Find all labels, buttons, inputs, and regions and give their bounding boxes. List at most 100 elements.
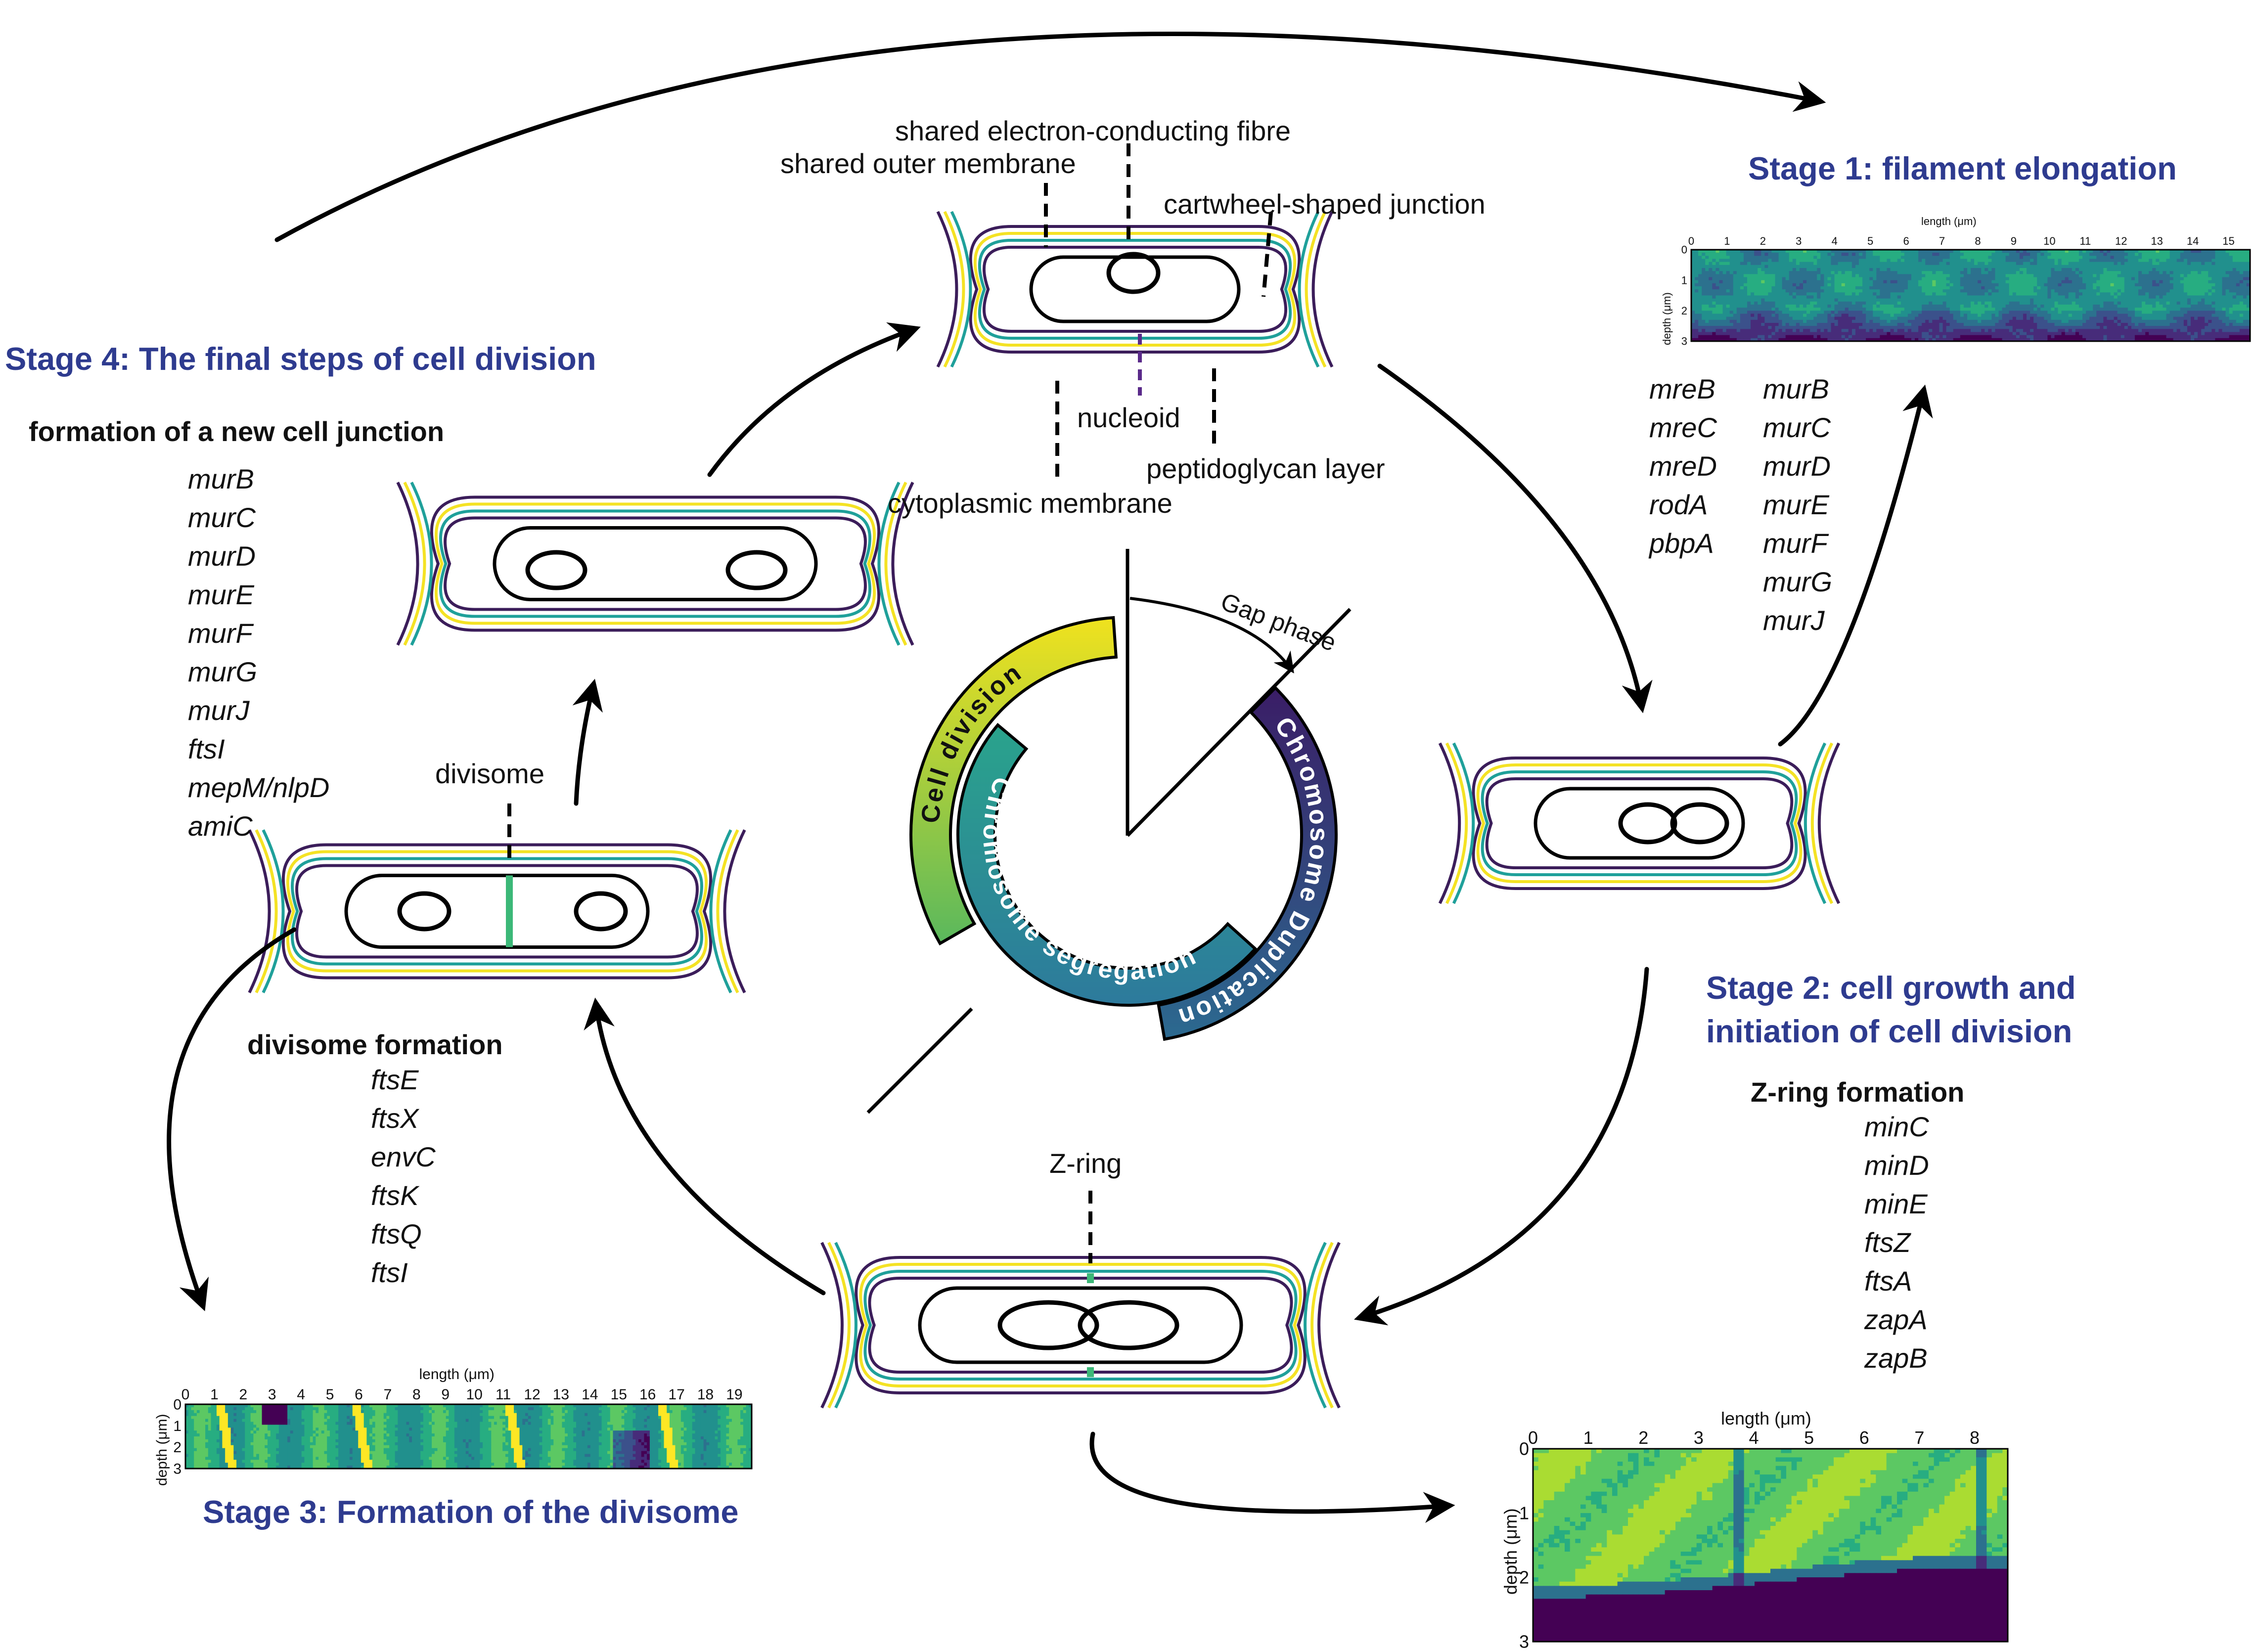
stage3-xtick: 13 bbox=[553, 1386, 569, 1403]
stage2-ytick: 1 bbox=[1519, 1503, 1529, 1523]
stage1-xtick: 1 bbox=[1724, 235, 1730, 247]
stage3-xtick: 15 bbox=[611, 1386, 627, 1403]
stage3-xtick: 19 bbox=[726, 1386, 742, 1403]
stage1-xtick: 9 bbox=[2011, 235, 2017, 247]
stage1-xtick: 5 bbox=[1867, 235, 1873, 247]
arrow-stage2cell-to-stage1 bbox=[1778, 384, 1933, 747]
stage3-ytick: 1 bbox=[173, 1418, 181, 1434]
stage3-xtick: 5 bbox=[326, 1386, 334, 1403]
cell-zring bbox=[820, 1242, 1341, 1409]
stage1-xtick: 8 bbox=[1975, 235, 1981, 247]
stage3-xtick: 2 bbox=[239, 1386, 247, 1403]
gene-zring-2: minE bbox=[1864, 1188, 1928, 1219]
stage1-xtick: 15 bbox=[2222, 235, 2234, 247]
stage2-xtick: 7 bbox=[1914, 1428, 1924, 1448]
cell-divisome bbox=[248, 829, 746, 993]
gene-stage4-8: mepM/nlpD bbox=[188, 772, 330, 803]
stage4-title: Stage 4: The final steps of cell divisio… bbox=[5, 341, 596, 377]
gene-zring-5: zapA bbox=[1864, 1304, 1928, 1335]
stage1-ytick: 0 bbox=[1681, 244, 1687, 256]
zring-label: Z-ring bbox=[1049, 1148, 1122, 1179]
gene-stage1_col2-2: murD bbox=[1763, 450, 1831, 482]
stage2-xtick: 1 bbox=[1583, 1428, 1593, 1448]
gene-stage1_col2-4: murF bbox=[1763, 528, 1828, 559]
gene-stage1_col1-1: mreC bbox=[1649, 412, 1717, 443]
nucleoid-label: nucleoid bbox=[1077, 402, 1180, 433]
arrow-zring-to-heatmap2 bbox=[1089, 1431, 1455, 1523]
stage3-ylabel: depth (μm) bbox=[154, 1414, 170, 1486]
stage3-xtick: 7 bbox=[384, 1386, 392, 1403]
gene-stage4-7: ftsI bbox=[188, 733, 225, 764]
gene-stage1_col2-5: murG bbox=[1763, 566, 1832, 597]
cartwheel-label: cartwheel-shaped junction bbox=[1164, 188, 1486, 220]
stage2-xtick: 2 bbox=[1638, 1428, 1648, 1448]
stage3-xtick: 18 bbox=[697, 1386, 714, 1403]
stage3-xtick: 17 bbox=[668, 1386, 684, 1403]
stage3-xlabel: length (μm) bbox=[419, 1366, 495, 1383]
gene-stage4-2: murD bbox=[188, 540, 256, 572]
stage1-xtick: 14 bbox=[2187, 235, 2199, 247]
stage2-ytick: 2 bbox=[1519, 1567, 1529, 1588]
stage1-xtick: 2 bbox=[1760, 235, 1766, 247]
stage3-xtick: 6 bbox=[355, 1386, 363, 1403]
gene-divisome-3: ftsK bbox=[371, 1180, 419, 1211]
gene-zring-6: zapB bbox=[1864, 1342, 1928, 1374]
stage3-xtick: 1 bbox=[210, 1386, 219, 1403]
stage3-ytick: 3 bbox=[173, 1461, 181, 1477]
cell-stage2 bbox=[1438, 742, 1841, 904]
stage1-xtick: 3 bbox=[1796, 235, 1802, 247]
stage1-xtick: 13 bbox=[2151, 235, 2163, 247]
stage1-xtick: 7 bbox=[1939, 235, 1945, 247]
stage2-xtick: 5 bbox=[1804, 1428, 1814, 1448]
arrow-stage4-to-stage1 bbox=[274, 31, 1826, 242]
stage2-xtick: 6 bbox=[1859, 1428, 1869, 1448]
wheel-duplication bbox=[1157, 685, 1338, 1041]
stage1-xtick: 4 bbox=[1832, 235, 1838, 247]
gene-stage4-5: murG bbox=[188, 656, 257, 687]
gene-stage1_col1-0: mreB bbox=[1649, 373, 1715, 404]
stage3-xtick: 9 bbox=[441, 1386, 450, 1403]
peptidoglycan-label: peptidoglycan layer bbox=[1146, 453, 1385, 484]
outer-membrane-label: shared outer membrane bbox=[780, 148, 1076, 179]
arrow-divisome-to-heatmap3 bbox=[167, 927, 297, 1311]
stage1-xtick: 10 bbox=[2043, 235, 2055, 247]
stage2-ylabel: depth (μm) bbox=[1500, 1508, 1521, 1595]
stage1-ylabel: depth (μm) bbox=[1661, 292, 1673, 345]
gene-divisome-0: ftsE bbox=[371, 1064, 419, 1095]
stage1-ytick: 2 bbox=[1681, 305, 1687, 317]
gene-stage1_col1-3: rodA bbox=[1649, 489, 1708, 520]
gene-zring-0: minC bbox=[1864, 1111, 1929, 1142]
stage3-xtick: 3 bbox=[268, 1386, 276, 1403]
gene-divisome-4: ftsQ bbox=[371, 1218, 422, 1250]
gene-stage4-3: murE bbox=[188, 579, 254, 610]
arrow-zring-to-divisome bbox=[584, 997, 826, 1295]
gene-stage4-0: murB bbox=[188, 463, 254, 494]
stage2-ytick: 3 bbox=[1519, 1632, 1529, 1652]
stage2-xtick: 4 bbox=[1749, 1428, 1759, 1448]
stage3-xtick: 4 bbox=[297, 1386, 305, 1403]
stage2-xtick: 8 bbox=[1970, 1428, 1980, 1448]
stage2-title-line2: initiation of cell division bbox=[1706, 1013, 2073, 1049]
fibre-label: shared electron-conducting fibre bbox=[895, 115, 1291, 146]
stage1-xtick: 6 bbox=[1903, 235, 1909, 247]
gene-stage1_col2-3: murE bbox=[1763, 489, 1829, 520]
wheel-segregation bbox=[956, 723, 1258, 1007]
new-junction-header: formation of a new cell junction bbox=[29, 416, 445, 447]
stage1-xlabel: length (μm) bbox=[1921, 215, 1977, 228]
stage3-xtick: 0 bbox=[181, 1386, 190, 1403]
gene-divisome-1: ftsX bbox=[371, 1103, 419, 1134]
stage1-ytick: 1 bbox=[1681, 274, 1687, 286]
gap-phase-label: Gap phase bbox=[1217, 587, 1340, 657]
cell-junction-top bbox=[936, 211, 1334, 368]
gene-stage1_col2-1: murC bbox=[1763, 412, 1831, 443]
arrow-top-to-stage2 bbox=[1377, 363, 1653, 714]
